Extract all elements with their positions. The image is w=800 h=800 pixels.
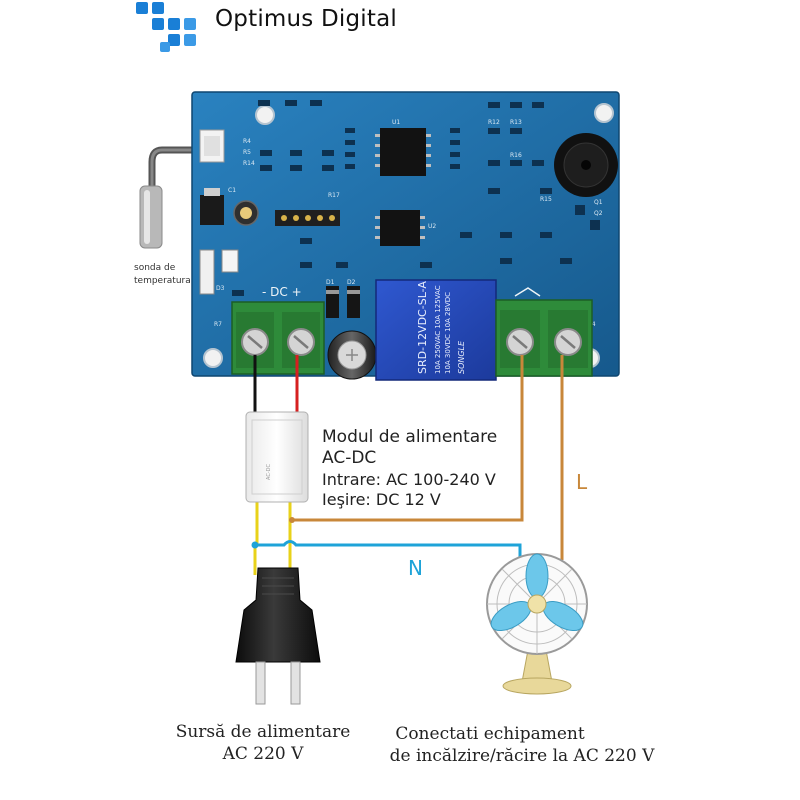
neutral-wire-label: N [408,556,423,580]
relay-icon: SRD-12VDC-SL-A 10A 250VAC 10A 125VAC 10A… [375,279,497,381]
temperature-probe-icon [139,146,214,249]
source-caption: Sursă de alimentare [175,722,351,742]
wiring [251,355,564,575]
relay-model: SRD-12VDC-SL-A [416,281,429,374]
pcb-label: D2 [347,279,356,286]
relay-rating: 10A 250VAC 10A 125VAC [434,285,442,374]
dc-polarity-label: - DC + [262,285,302,299]
svg-text:AC-DC: AC-DC [266,464,272,480]
power-module-input: Intrare: AC 100-240 V [322,470,496,489]
pcb-label: R14 [243,160,255,167]
power-plug-icon [235,567,321,705]
pcb-label: R17 [328,192,340,199]
power-module-output: Ieşire: DC 12 V [322,490,441,509]
pcb-label: Q1 [594,199,603,206]
pcb-label: U1 [392,119,400,126]
equipment-caption: Conectati echipament [395,724,585,744]
power-module-title: AC-DC [322,448,377,468]
relay-rating: 10A 30VDC 10A 28VDC [444,292,452,374]
live-wire-label: L [576,470,588,494]
pcb-label: Q2 [594,210,603,217]
fan-icon [486,553,588,695]
pcb-label: R15 [540,196,552,203]
pcb-label: C1 [228,187,236,194]
power-module-icon: AC-DC [245,411,309,503]
probe-label: sonda de [134,263,176,273]
pcb-label: D1 [326,279,335,286]
equipment-caption: de incălzire/răcire la AC 220 V [389,746,655,766]
pcb-label: R5 [243,149,251,156]
probe-label: temperatura [134,276,191,286]
pcb-label: R7 [214,321,222,328]
brand-name: Optimus Digital [215,6,397,32]
buzzer-icon [554,133,618,197]
pcb-label: R12 [488,119,500,126]
power-module-title: Modul de alimentare [322,427,498,447]
screw-terminal-icon [231,299,593,377]
capacitor-icon [327,330,377,380]
relay-brand: SONGLE [457,340,466,374]
optimus-logo-icon [136,2,196,52]
pcb-label: R4 [243,138,251,145]
pcb-label: U2 [428,223,436,230]
pcb-label: D3 [216,285,225,292]
pcb-label: R16 [510,152,522,159]
pcb-label: R13 [510,119,522,126]
source-caption: AC 220 V [222,744,304,764]
